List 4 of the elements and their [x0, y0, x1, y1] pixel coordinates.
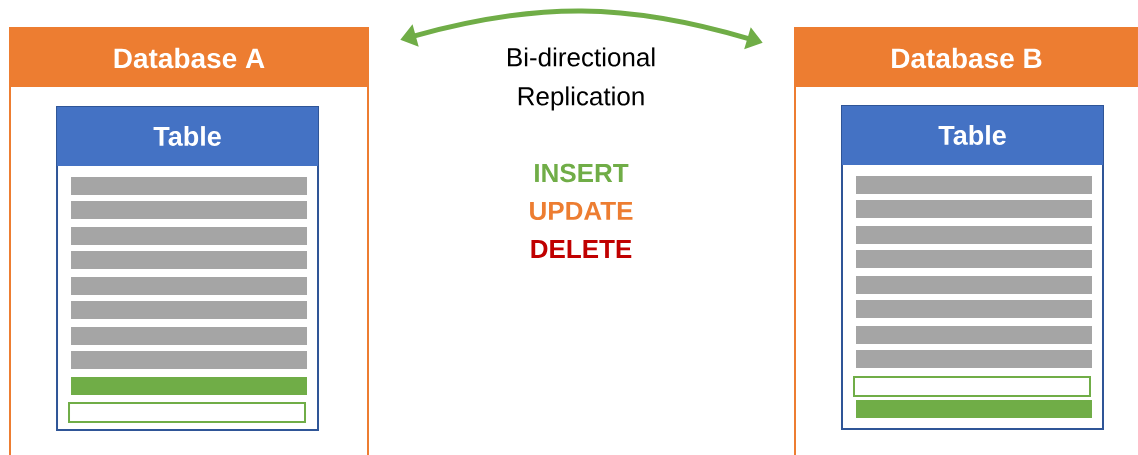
edge-label: Bi-directional Replication	[508, 47, 655, 111]
operation-label: UPDATE	[530, 201, 633, 221]
operation-label: DELETE	[531, 240, 632, 258]
operation-label: INSERT	[535, 163, 629, 183]
